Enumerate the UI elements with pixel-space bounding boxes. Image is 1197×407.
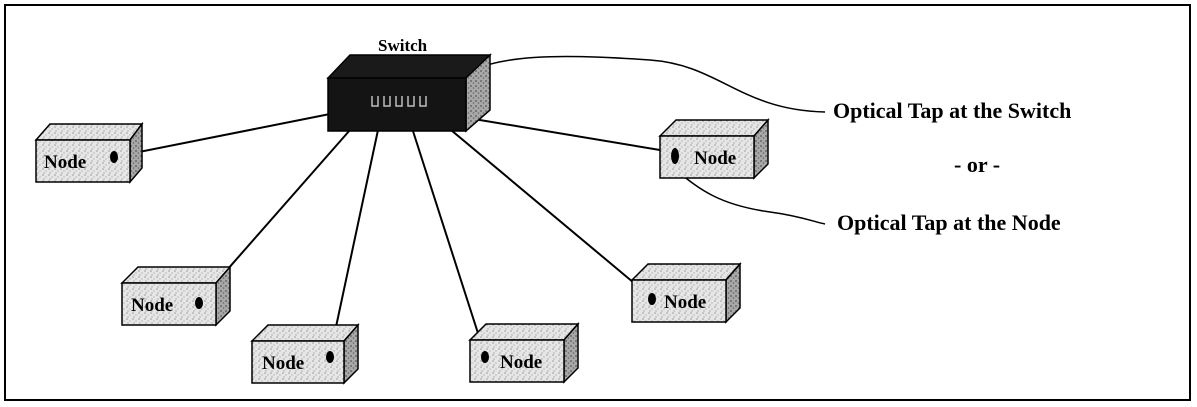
port-dot	[110, 151, 118, 163]
link-n6	[449, 114, 673, 153]
node-n5: Node	[630, 262, 742, 324]
node-label: Node	[44, 152, 86, 173]
node-label: Node	[664, 292, 706, 313]
node-n2: Node	[120, 265, 232, 327]
switch-label: Switch	[378, 36, 428, 55]
tap-switch-curve	[455, 55, 826, 113]
node-n4: Node	[468, 322, 580, 384]
link-n1	[113, 112, 336, 158]
link-n5	[444, 124, 653, 299]
node-label: Node	[131, 295, 173, 316]
node-label: Node	[694, 148, 736, 169]
link-n3	[329, 129, 379, 356]
diagram-frame	[4, 4, 1191, 401]
port-dot	[481, 351, 489, 363]
node-n1: Node	[34, 121, 144, 185]
port-dot	[671, 148, 679, 164]
switch: Switch	[326, 36, 492, 133]
port-dot	[648, 293, 656, 305]
tap-node-label: Optical Tap at the Node	[837, 210, 1061, 235]
node-n6: Node	[658, 118, 770, 180]
tap-node-curve	[675, 169, 826, 225]
port-dot	[195, 297, 203, 309]
node-label: Node	[500, 352, 542, 373]
node-n3: Node	[250, 323, 360, 385]
node-label: Node	[262, 353, 304, 374]
link-n4	[411, 127, 486, 356]
or-label: - or -	[954, 152, 1000, 177]
tap-switch-label: Optical Tap at the Switch	[833, 98, 1071, 123]
port-dot	[326, 351, 334, 363]
